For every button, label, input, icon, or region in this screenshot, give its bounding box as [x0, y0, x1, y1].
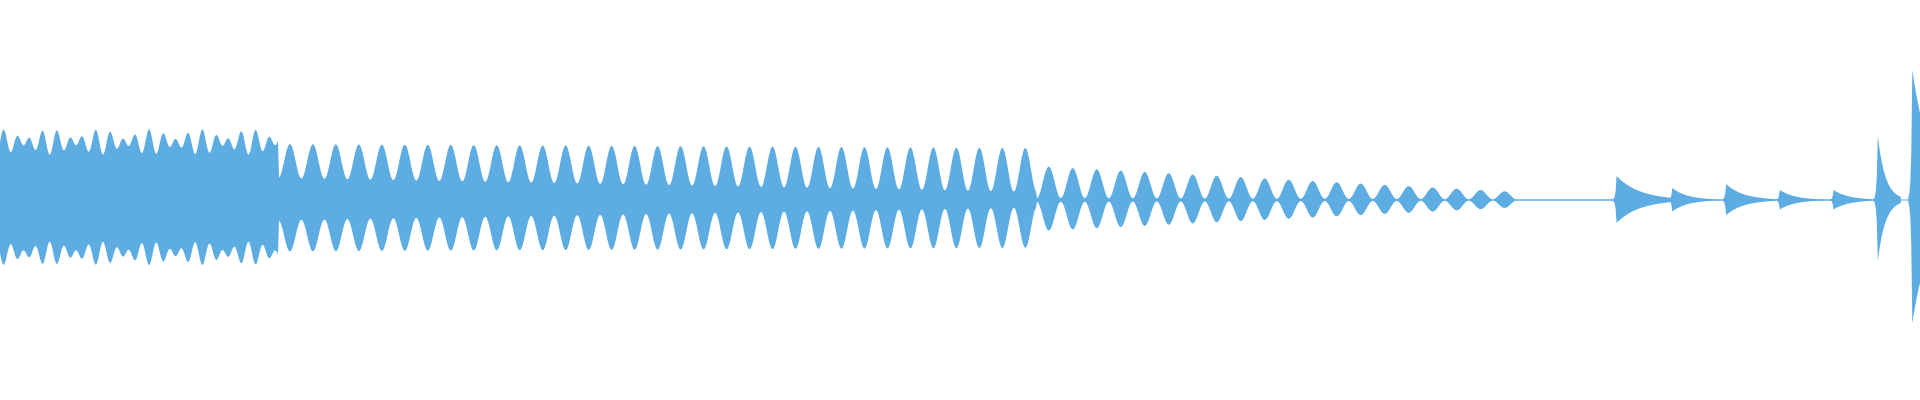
transient-spike: [1829, 190, 1880, 210]
transient-spike: [1908, 70, 1920, 324]
waveform-transients: [1612, 70, 1920, 324]
waveform-path: [0, 129, 1920, 266]
transient-spike: [1873, 136, 1901, 261]
transient-spike: [1668, 188, 1719, 212]
transient-spike: [1612, 176, 1686, 223]
transient-spike: [1775, 190, 1826, 210]
transient-spike: [1722, 184, 1778, 216]
